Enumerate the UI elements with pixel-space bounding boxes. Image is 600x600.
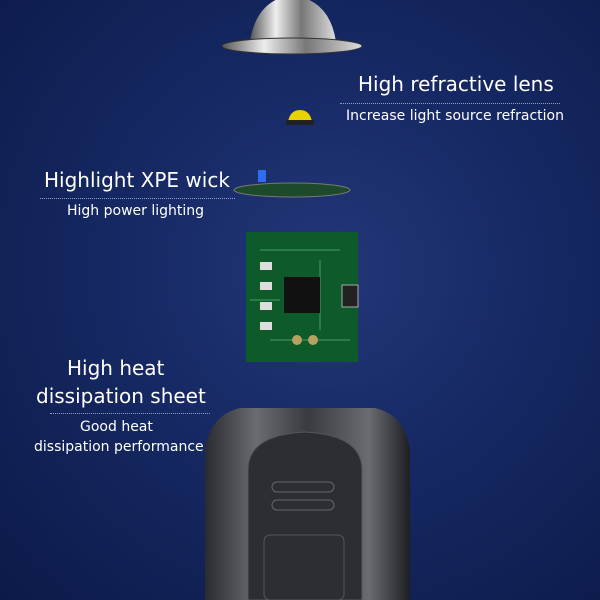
pcb-chip <box>246 232 359 362</box>
lens-description: Increase light source refraction <box>346 108 564 124</box>
xpe-wick-board <box>233 170 351 198</box>
divider <box>340 103 560 104</box>
lens-title: High refractive lens <box>358 72 554 96</box>
yellow-led <box>286 110 314 125</box>
heat-description-line1: Good heat <box>80 419 153 435</box>
divider <box>50 413 210 414</box>
flashlight-body <box>205 408 410 600</box>
divider <box>40 198 235 199</box>
heat-title-line2: dissipation sheet <box>36 384 206 408</box>
heat-title-line1: High heat <box>67 356 165 380</box>
lens <box>221 0 363 55</box>
wick-description: High power lighting <box>67 203 205 219</box>
heat-description-line2: dissipation performance <box>34 439 204 455</box>
wick-title: Highlight XPE wick <box>44 168 230 192</box>
